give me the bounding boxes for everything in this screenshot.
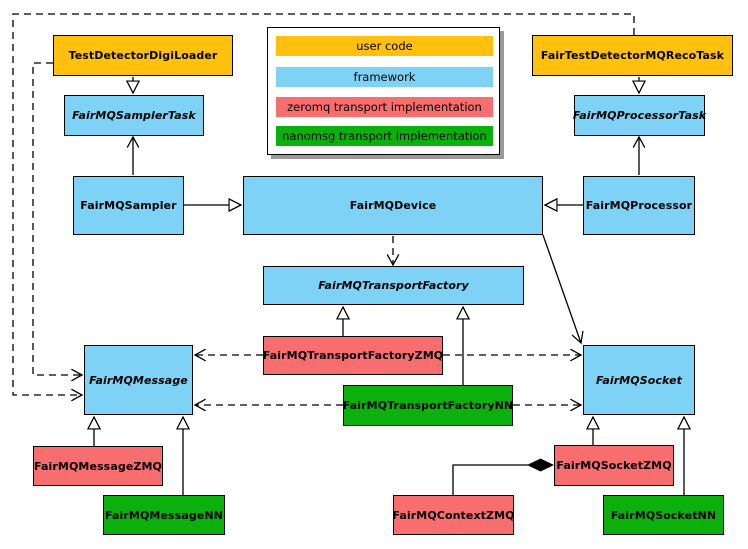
edge-contextzmq-socketzmq [452,464,528,495]
node-fairmqmessage: FairMQMessage [84,345,193,415]
node-fairmqprocessor: FairMQProcessor [583,176,695,235]
node-fairmqtransportfactoryzmq: FairMQTransportFactoryZMQ [263,336,443,375]
edge-recotask-message [12,13,635,402]
legend-item-nanomsg: nanomsg transport implementation [276,126,493,146]
node-fairtestdetectormqrecotask: FairTestDetectorMQRecoTask [532,35,733,76]
edge-device-socket [542,234,584,345]
legend-box: user code framework zeromq transport imp… [267,27,500,155]
node-fairmqsampler: FairMQSampler [73,176,184,235]
node-fairmqsocket: FairMQSocket [583,345,695,415]
node-fairmqmessagezmq: FairMQMessageZMQ [33,446,163,486]
node-fairmqtransportfactory: FairMQTransportFactory [263,266,524,305]
node-fairmqdevice: FairMQDevice [243,176,543,235]
node-fairmqsocketzmq: FairMQSocketZMQ [554,445,674,486]
node-fairmqmessagenn: FairMQMessageNN [103,495,225,535]
composition-diamond [527,458,554,472]
node-testdetectordigiloader: TestDetectorDigiLoader [53,35,233,76]
node-fairmqprocessortask: FairMQProcessorTask [573,95,706,136]
node-fairmqcontextzmq: FairMQContextZMQ [392,495,515,535]
legend-item-user-code: user code [276,36,493,56]
node-fairmqsocketnn: FairMQSocketNN [603,495,724,535]
node-fairmqtransportfactorynn: FairMQTransportFactoryNN [343,385,513,426]
node-fairmqsamplertask: FairMQSamplerTask [64,95,204,136]
legend-item-framework: framework [276,67,493,87]
legend-item-zeromq: zeromq transport implementation [276,97,493,117]
